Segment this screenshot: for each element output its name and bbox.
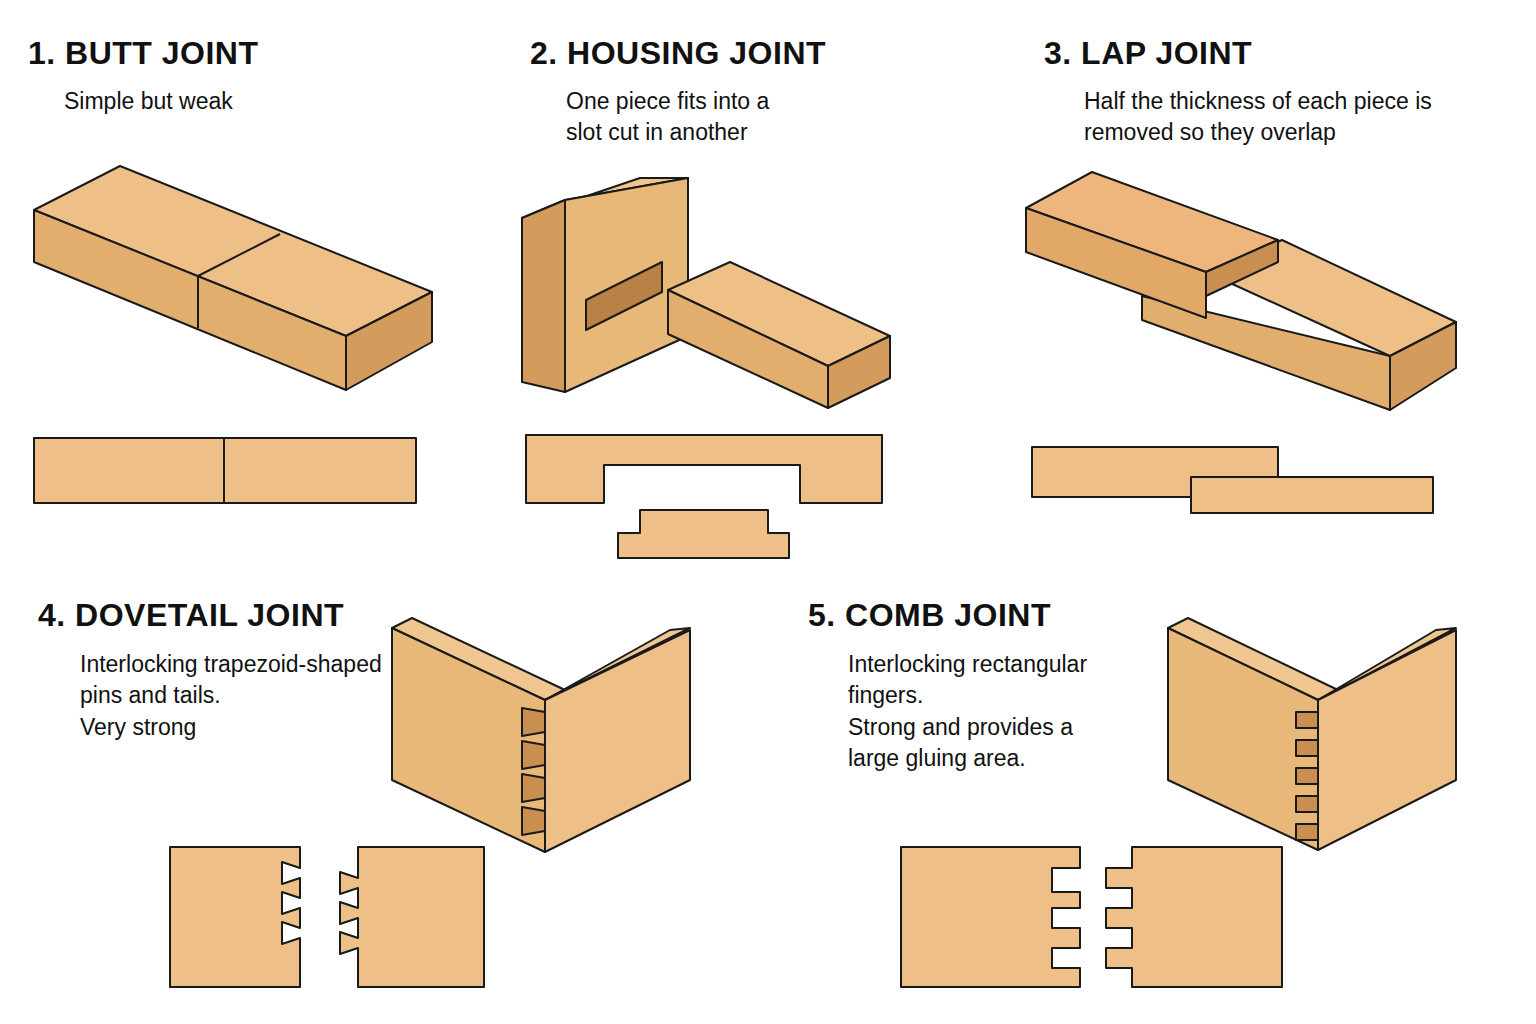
butt-joint-3d [34,166,432,390]
joint-description: Half the thickness of each piece is remo… [1084,86,1449,148]
joint-description: Interlocking rectangular fingers. [848,649,1110,711]
dovetail-joint-3d [392,618,690,852]
joint-title: 4. DOVETAIL JOINT [38,596,458,634]
comb-joint-3d [1168,618,1456,850]
comb-joint-2d [901,847,1282,987]
joint-title: 2. HOUSING JOINT [530,34,970,72]
housing-joint-3d [522,178,890,408]
joint-description: Interlocking trapezoid-shaped pins and t… [80,649,398,711]
joint-description: Very strong [80,712,380,743]
lap-joint-3d [1026,172,1456,410]
joint-description: Simple but weak [64,86,384,117]
joint-title: 1. BUTT JOINT [28,34,448,72]
joint-description: Strong and provides a large gluing area. [848,712,1110,774]
joint-description: One piece fits into a slot cut in anothe… [566,86,801,148]
housing-joint-2d [526,435,882,558]
joint-title: 5. COMB JOINT [808,596,1228,634]
joint-title: 3. LAP JOINT [1044,34,1464,72]
dovetail-joint-2d [170,847,484,987]
butt-joint-2d [34,438,416,503]
lap-joint-2d [1032,447,1433,513]
